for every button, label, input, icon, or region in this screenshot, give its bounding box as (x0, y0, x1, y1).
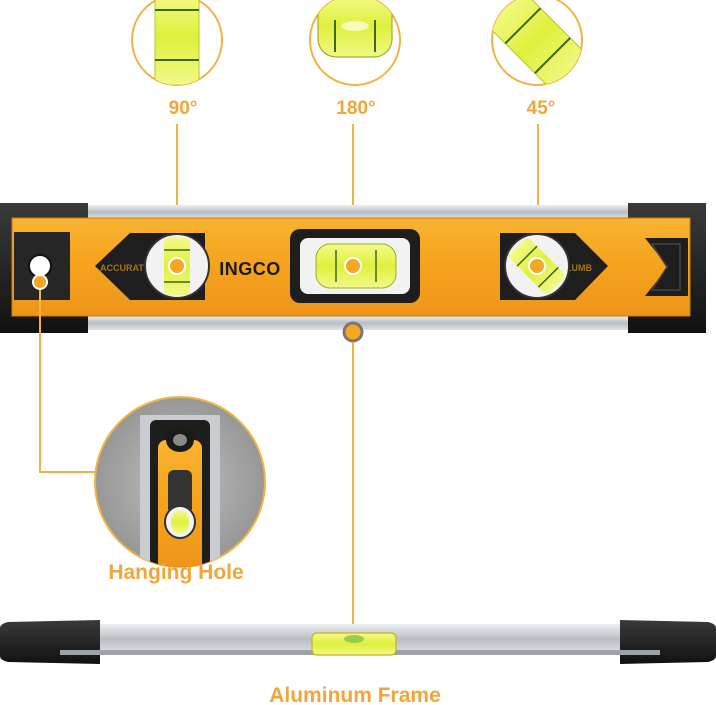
frame-marker (342, 321, 364, 343)
vial-180-window (300, 238, 410, 294)
angle-label-45: 45° (527, 98, 556, 119)
aluminum-frame-label: Aluminum Frame (269, 684, 441, 705)
brand-logo: INGCO (219, 259, 281, 279)
vial-callout-90 (131, 0, 223, 86)
hanging-hole-label: Hanging Hole (108, 561, 243, 584)
angle-label-180: 180° (336, 98, 375, 119)
vial-callout-45 (491, 0, 583, 86)
leader-line-hanging-hole (39, 290, 96, 473)
svg-text:ACCURATE: ACCURATE (100, 263, 150, 273)
vial-90-window (144, 233, 210, 299)
hanging-hole-closeup (94, 396, 266, 568)
hanging-hole-marker (32, 274, 48, 290)
angle-label-90: 90° (169, 98, 198, 119)
vial-45-window (504, 233, 570, 299)
svg-text:PLUMB: PLUMB (560, 263, 592, 273)
aluminum-frame-sideview (0, 620, 716, 664)
vial-callout-180 (309, 0, 401, 86)
